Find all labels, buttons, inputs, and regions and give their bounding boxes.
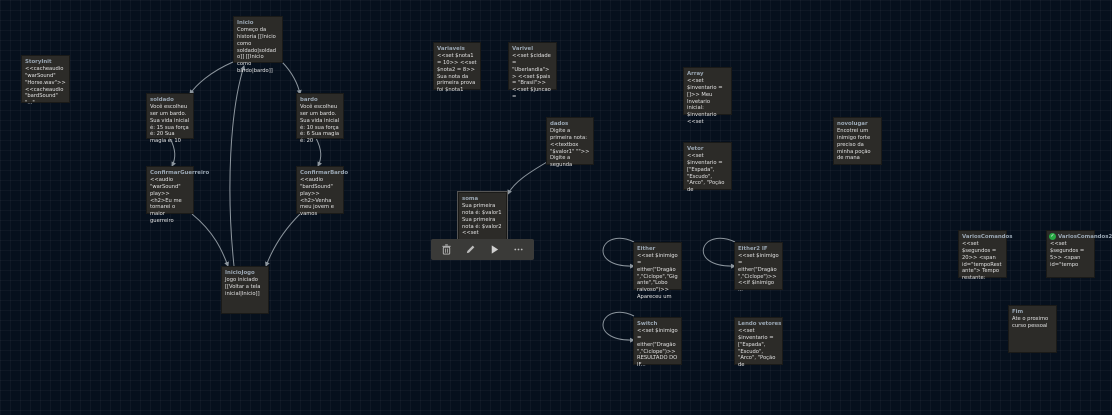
- delete-button[interactable]: [440, 243, 454, 257]
- passage-excerpt: Encotrei um inimigo forte preciso da min…: [837, 128, 873, 162]
- passage-either[interactable]: Either <<set $inimigo = either("Dragão",…: [633, 242, 682, 300]
- passage-either2if[interactable]: Either2 IF <<set $inimigo = either("Drag…: [734, 242, 783, 293]
- passage-lendovetores[interactable]: Lendo vetores <<set $inventario = ["Espa…: [734, 317, 783, 368]
- link-either2-self: [703, 237, 736, 269]
- pencil-icon: [466, 245, 475, 254]
- passage-excerpt: <<set $inventario = ["Espada", "Escudo",…: [687, 153, 727, 194]
- play-button[interactable]: [487, 243, 501, 257]
- passage-excerpt: <<set $inimigo = either("Dragão","Ciclop…: [637, 253, 680, 300]
- passage-toolbar: [431, 239, 534, 260]
- link-iniciojogo-inicio: [229, 65, 246, 267]
- passage-title: Variaveis: [437, 46, 465, 52]
- link-either-self: [602, 237, 635, 269]
- passage-variaveis[interactable]: Variaveis <<set $nota1 = 10>> <<set $not…: [433, 42, 481, 93]
- passage-title: novolugar: [837, 121, 868, 127]
- passage-iniciojogo[interactable]: InicioJogo Jogo iniciado [[Voltar a tela…: [221, 266, 269, 314]
- more-button[interactable]: [511, 243, 525, 257]
- passage-title: VariosComandos2: [1058, 234, 1112, 240]
- passage-excerpt: Sua primeira nota é: $valor1 Sua primeir…: [462, 203, 504, 237]
- passage-title: Vetor: [687, 146, 704, 152]
- passage-excerpt: <<set $inventario = ["Espada", "Escudo",…: [738, 328, 778, 369]
- passage-excerpt: Digite a primeira nota: <<textbox "$valo…: [550, 128, 592, 169]
- passage-switch[interactable]: Switch <<set $inimigo = either("Dragão",…: [633, 317, 682, 368]
- passage-varioscomandos2[interactable]: ✓ VariosComandos2 <<set $segundos = 5>> …: [1046, 230, 1112, 278]
- passage-title: soldado: [150, 97, 174, 103]
- passage-storyinit[interactable]: StoryInit <<cacheaudio "warSound" "Horse…: [21, 55, 70, 106]
- trash-icon: [442, 244, 451, 255]
- passage-vetor[interactable]: Vetor <<set $inventario = ["Espada", "Es…: [683, 142, 732, 193]
- passage-excerpt: <<audio "warSound" play>> <h2>Eu me torn…: [150, 177, 184, 224]
- passage-title: ConfirmarGuerreiro: [150, 170, 210, 176]
- passage-soma[interactable]: soma Sua primeira nota é: $valor1 Sua pr…: [457, 191, 508, 241]
- passage-excerpt: Jogo iniciado [[Voltar a tela inicial|In…: [225, 277, 263, 297]
- passage-excerpt: Ate o proximo curso pessoal: [1012, 316, 1050, 330]
- passage-title: Either2 IF: [738, 246, 768, 252]
- passage-excerpt: <<audio "bardSound" play>> <h2>Venha meu…: [300, 177, 336, 218]
- passage-excerpt: <<set $inventario = []>> Meu Invetario i…: [687, 78, 725, 125]
- link-confirmarbardo-iniciojogo: [265, 213, 301, 267]
- link-inicio-soldado: [189, 61, 234, 95]
- passage-title: Lendo vetores: [738, 321, 782, 327]
- link-dados-soma: [507, 161, 548, 195]
- play-icon: [491, 245, 499, 254]
- passage-excerpt: <<set $nota1 = 10>> <<set $nota2 = 8>> S…: [437, 53, 479, 94]
- passage-excerpt: <<set $cidade = "Uberlandia">> <<set $pa…: [512, 53, 553, 100]
- passage-title: Varivel: [512, 46, 534, 52]
- passage-excerpt: Começo da historia [[Inicio como soldado…: [237, 27, 278, 74]
- passage-title: ConfirmarBardo: [300, 170, 349, 176]
- edit-button[interactable]: [464, 243, 478, 257]
- passage-excerpt: <<cacheaudio "warSound" "Horse.wav">> <<…: [25, 66, 66, 107]
- passage-title: StoryInit: [25, 59, 52, 65]
- passage-title: Inicio: [237, 20, 254, 26]
- passage-title: dados: [550, 121, 569, 127]
- passage-confirmarbardo[interactable]: ConfirmarBardo <<audio "bardSound" play>…: [296, 166, 349, 217]
- passage-title: Array: [687, 71, 704, 77]
- passage-title: InicioJogo: [225, 270, 255, 276]
- passage-novolugar[interactable]: novolugar Encotrei um inimigo forte prec…: [833, 117, 882, 165]
- link-inicio-bardo: [281, 61, 302, 95]
- passage-fim[interactable]: Fim Ate o proximo curso pessoal: [1008, 305, 1057, 353]
- passage-varioscomandos[interactable]: VariosComandos <<set $segundos = 20>> <s…: [958, 230, 1013, 281]
- link-confirmarguerreiro-iniciojogo: [191, 213, 229, 267]
- passage-confirmarguerreiro[interactable]: ConfirmarGuerreiro <<audio "warSound" pl…: [146, 166, 210, 224]
- passage-dados[interactable]: dados Digite a primeira nota: <<textbox …: [546, 117, 594, 168]
- passage-title: Fim: [1012, 309, 1024, 315]
- passage-inicio[interactable]: Inicio Começo da historia [[Inicio como …: [233, 16, 283, 74]
- passage-title: Either: [637, 246, 656, 252]
- passage-excerpt: Você escolheu ser um bardo. Sua vida ini…: [150, 104, 191, 145]
- check-tag-icon: ✓: [1049, 233, 1056, 240]
- passage-varivel[interactable]: Varivel <<set $cidade = "Uberlandia">> <…: [508, 42, 557, 100]
- passage-excerpt: <<set $segundos = 5>> <span id="tempo: [1050, 241, 1086, 268]
- passage-excerpt: <<set $segundos = 20>> <span id="tempoRe…: [962, 241, 1002, 282]
- passage-array[interactable]: Array <<set $inventario = []>> Meu Invet…: [683, 67, 732, 125]
- passage-title: soma: [462, 196, 479, 202]
- passage-excerpt: Você escolheu ser um bardo. Sua vida ini…: [300, 104, 341, 145]
- passage-bardo[interactable]: bardo Você escolheu ser um bardo. Sua vi…: [296, 93, 344, 144]
- more-icon: [514, 248, 523, 251]
- passage-soldado[interactable]: soldado Você escolheu ser um bardo. Sua …: [146, 93, 194, 144]
- passage-title: bardo: [300, 97, 318, 103]
- passage-excerpt: <<set $inimigo = either("Dragão","Ciclop…: [738, 253, 781, 294]
- passage-excerpt: <<set $inimigo = either("Dragão","Ciclop…: [637, 328, 680, 369]
- passage-title: Switch: [637, 321, 658, 327]
- passage-title: VariosComandos: [962, 234, 1013, 240]
- link-switch-self: [602, 311, 635, 343]
